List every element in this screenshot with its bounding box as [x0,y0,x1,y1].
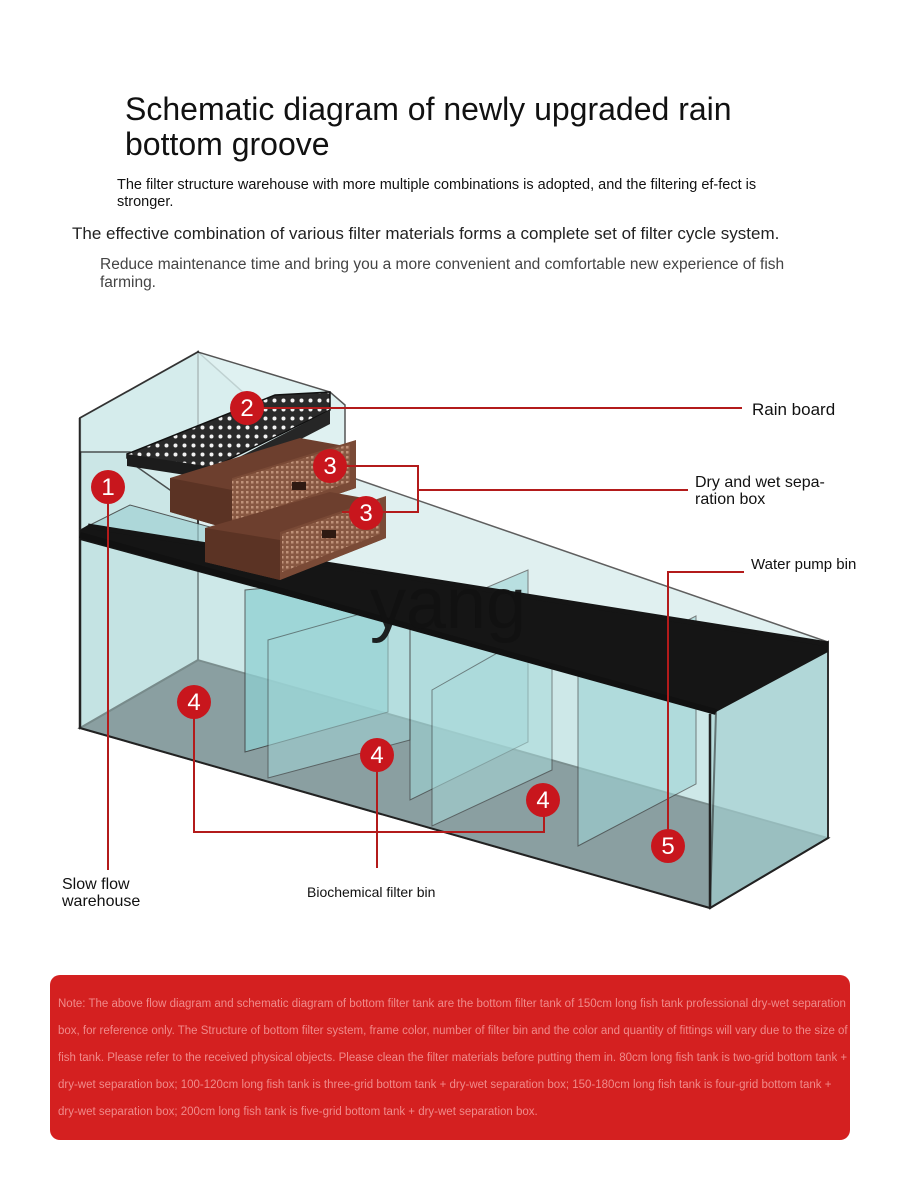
watermark: yang [370,564,526,644]
marker-3a-label: 3 [323,453,336,480]
marker-1: 1 [91,470,125,504]
marker-5-label: 5 [661,833,674,860]
marker-4a: 4 [177,685,211,719]
label-rain-board: Rain board [752,400,836,419]
page-title: Schematic diagram of newly upgraded rain… [125,91,732,162]
label-biochemical: Biochemical filter bin [307,884,436,900]
label-slow-flow: Slow flow warehouse [62,876,141,910]
marker-4b: 4 [360,738,394,772]
marker-4c-label: 4 [536,787,549,814]
marker-4a-label: 4 [187,689,200,716]
note-box: Note: The above flow diagram and schemat… [50,975,850,1140]
marker-4b-label: 4 [370,742,383,769]
subtitle-filter-cycle: The effective combination of various fil… [72,224,780,243]
marker-2-label: 2 [240,395,253,422]
marker-5: 5 [651,829,685,863]
marker-3b-label: 3 [359,500,372,527]
subtitle-filter-structure: The filter structure warehouse with more… [117,177,757,210]
subtitle-maintenance: Reduce maintenance time and bring you a … [100,256,785,291]
marker-4c: 4 [526,783,560,817]
marker-2: 2 [230,391,264,425]
label-water-pump-bin: Water pump bin [751,556,857,573]
marker-1-label: 1 [101,474,114,501]
marker-3a: 3 [313,449,347,483]
note-text: Note: The above flow diagram and schemat… [58,998,848,1118]
marker-3b: 3 [349,496,383,530]
label-dry-wet-box: Dry and wet sepa-ration box [695,474,825,508]
